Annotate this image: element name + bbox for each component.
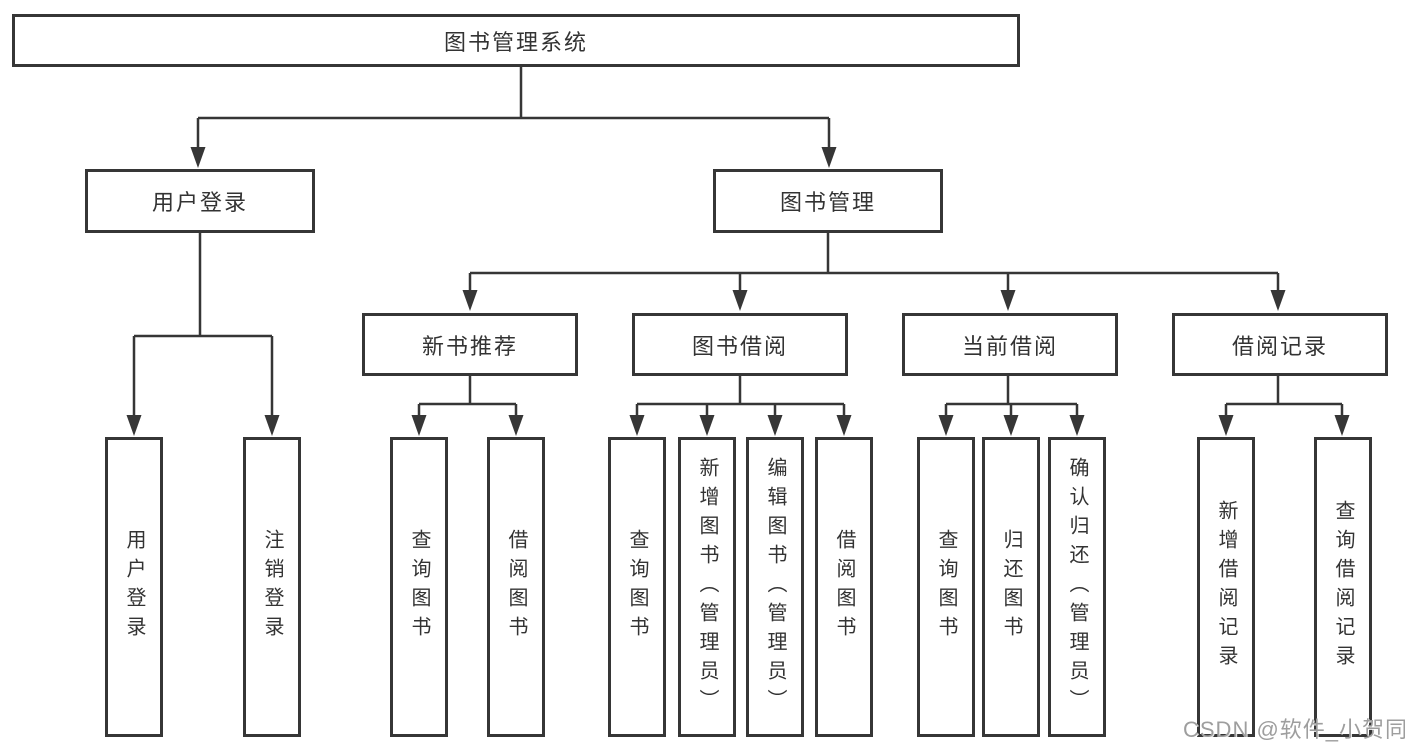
- leaf-record-add-borrow-record: 新增借阅记录: [1197, 437, 1255, 737]
- connector-root-to-level2: [196, 67, 831, 148]
- connector-book-mgmt-children: [468, 233, 1280, 292]
- node-current-borrowing: 当前借阅: [902, 313, 1118, 376]
- leaf-recommend-query-books: 查询图书: [390, 437, 448, 737]
- leaf-borrow-edit-books-admin: 编辑图书（管理员）: [746, 437, 804, 737]
- arrowheads: [126, 147, 1350, 436]
- leaf-borrow-query-books: 查询图书: [608, 437, 666, 737]
- node-new-book-recommendation: 新书推荐: [362, 313, 578, 376]
- leaf-borrow-add-books-admin: 新增图书（管理员）: [678, 437, 736, 737]
- node-user-login: 用户登录: [85, 169, 315, 233]
- leaf-recommend-borrow-books: 借阅图书: [487, 437, 545, 737]
- watermark: CSDN @软件_小贺同学: [1183, 717, 1405, 742]
- leaf-borrow-borrow-books: 借阅图书: [815, 437, 873, 737]
- connector-borrow-records-children: [1224, 376, 1344, 416]
- node-book-borrowing: 图书借阅: [632, 313, 848, 376]
- leaf-current-query-books: 查询图书: [917, 437, 975, 737]
- leaf-current-confirm-return-admin: 确认归还（管理员）: [1048, 437, 1106, 737]
- connector-current-borrow-children: [944, 376, 1079, 416]
- connector-new-book-rec-children: [417, 376, 518, 416]
- connector-user-login-children: [132, 233, 274, 416]
- node-book-management: 图书管理: [713, 169, 943, 233]
- leaf-user-login: 用户登录: [105, 437, 163, 737]
- leaf-current-return-books: 归还图书: [982, 437, 1040, 737]
- node-borrowing-records: 借阅记录: [1172, 313, 1388, 376]
- leaf-record-query-borrow-record: 查询借阅记录: [1314, 437, 1372, 737]
- connector-book-borrow-children: [635, 376, 846, 416]
- leaf-logout: 注销登录: [243, 437, 301, 737]
- node-root: 图书管理系统: [12, 14, 1020, 67]
